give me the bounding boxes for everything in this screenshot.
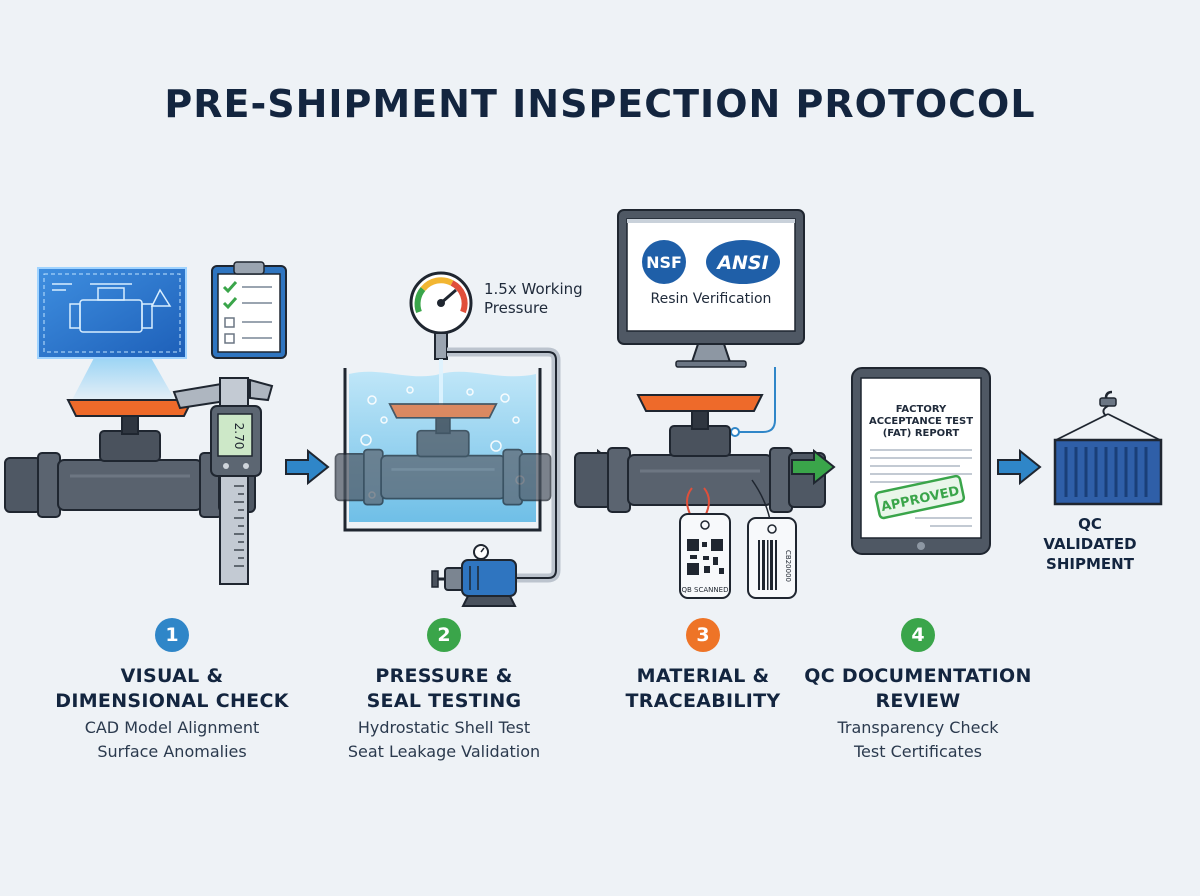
shipment-label-line-1: QC VALIDATED	[1043, 515, 1137, 553]
ansi-logo: ANSI	[715, 252, 768, 274]
pressure-gauge	[409, 271, 473, 360]
report-title-line-1: FACTORY	[896, 404, 947, 415]
step-3-title: MATERIAL & TRACEABILITY	[573, 664, 833, 714]
step-1-title-line-2: DIMENSIONAL CHECK	[55, 690, 289, 712]
step-1-title-line-1: VISUAL &	[120, 665, 224, 687]
fat-report-tablet: FACTORY ACCEPTANCE TEST (FAT) REPORT APP…	[851, 367, 991, 555]
pressure-label-line-2: Pressure	[484, 299, 548, 317]
caliper-reading: 2.70	[232, 423, 246, 450]
page-title: PRE-SHIPMENT INSPECTION PROTOCOL	[164, 82, 1036, 126]
step-1-detail-2: Surface Anomalies	[97, 742, 247, 761]
flow-arrow-4	[997, 450, 1041, 484]
step-4-title-line-1: QC DOCUMENTATION	[804, 665, 1032, 687]
flow-arrow-1	[285, 450, 329, 484]
pressure-pipe	[447, 347, 561, 583]
step-3-number: 3	[686, 618, 720, 652]
report-title-line-3: (FAT) REPORT	[883, 428, 960, 439]
step-2-detail-1: Hydrostatic Shell Test	[357, 718, 531, 737]
step-2-title: PRESSURE & SEAL TESTING	[314, 664, 574, 714]
step-4-number: 4	[901, 618, 935, 652]
resin-verification-monitor: NSF ANSI Resin Verification	[617, 209, 805, 368]
qr-tag-text: QB SCANNED	[682, 586, 729, 594]
data-link-line	[738, 367, 776, 433]
step-1-details: CAD Model Alignment Surface Anomalies	[42, 716, 302, 764]
step-2-number: 2	[427, 618, 461, 652]
step-3-title-line-2: TRACEABILITY	[625, 690, 781, 712]
step-1-number: 1	[155, 618, 189, 652]
report-title-line-2: ACCEPTANCE TEST	[869, 416, 973, 427]
step-1-title: VISUAL & DIMENSIONAL CHECK	[42, 664, 302, 714]
shipment-label-line-2: SHIPMENT	[1046, 555, 1134, 573]
step-4-detail-1: Transparency Check	[837, 718, 999, 737]
monitor-caption: Resin Verification	[651, 291, 772, 307]
digital-caliper: 2.70	[172, 377, 274, 585]
barcode-tag-text: CB20000	[784, 550, 792, 582]
shipping-container	[1053, 390, 1163, 506]
step-2-title-line-1: PRESSURE &	[375, 665, 513, 687]
step-2-details: Hydrostatic Shell Test Seat Leakage Vali…	[314, 716, 574, 764]
step-3-title-line-1: MATERIAL &	[636, 665, 770, 687]
step-1-detail-1: CAD Model Alignment	[84, 718, 260, 737]
shipment-label: QC VALIDATED SHIPMENT	[1030, 514, 1150, 574]
step-4-title-line-2: REVIEW	[875, 690, 961, 712]
checklist-clipboard	[211, 261, 287, 359]
cad-blueprint-screen	[37, 267, 187, 400]
qr-code-tag: QB SCANNED	[679, 487, 731, 599]
barcode-tag: CB20000	[747, 479, 797, 599]
hydro-pump	[431, 544, 517, 607]
nsf-logo: NSF	[646, 253, 682, 272]
step-2-detail-2: Seat Leakage Validation	[347, 742, 541, 761]
valve-step-3	[573, 393, 827, 514]
step-4-details: Transparency Check Test Certificates	[788, 716, 1048, 764]
step-2-title-line-2: SEAL TESTING	[366, 690, 522, 712]
step-4-title: QC DOCUMENTATION REVIEW	[788, 664, 1048, 714]
step-4-detail-2: Test Certificates	[853, 742, 983, 761]
pressure-label-line-1: 1.5x Working	[484, 280, 583, 298]
